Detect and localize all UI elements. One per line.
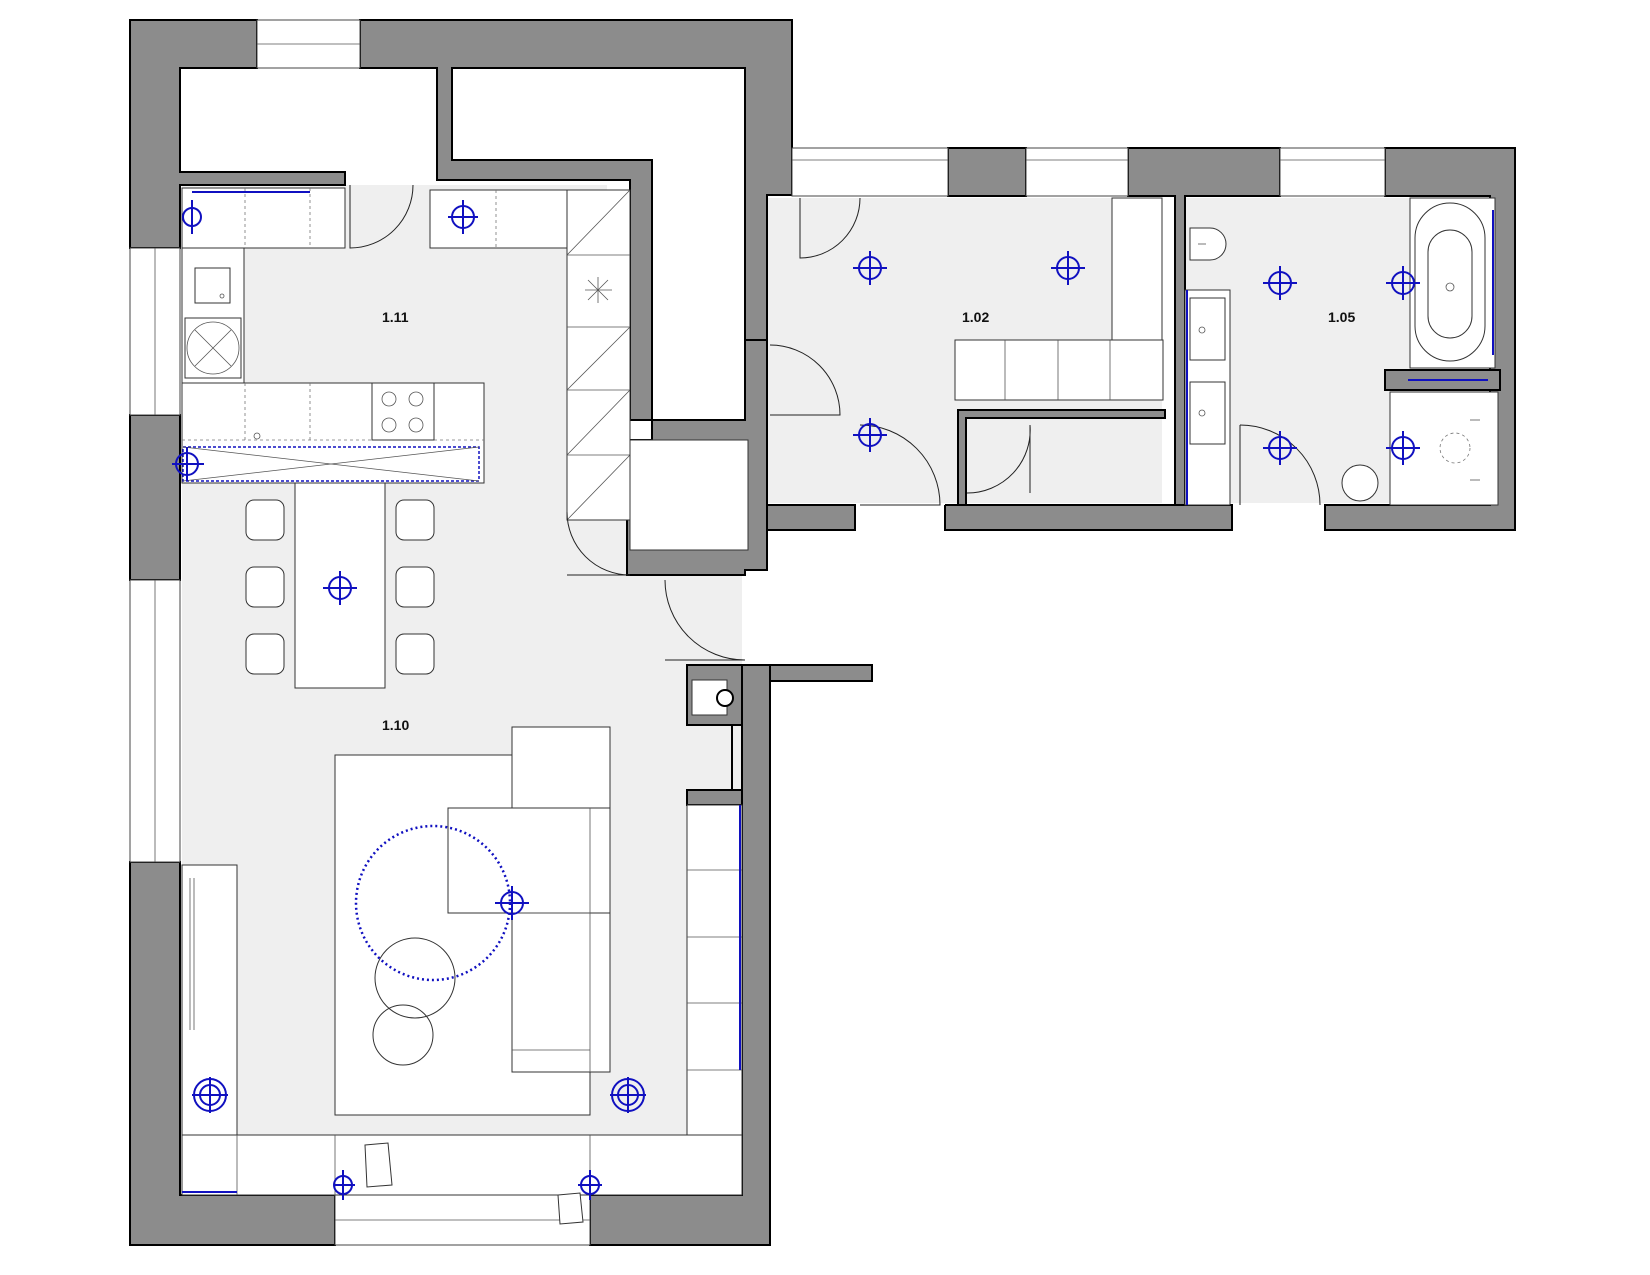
cushion-icon bbox=[557, 1192, 584, 1225]
bathroom bbox=[1184, 197, 1499, 506]
ceiling-light-icon bbox=[1386, 431, 1420, 465]
ceiling-light-icon bbox=[853, 418, 887, 452]
ceiling-light-icon bbox=[1051, 251, 1085, 285]
wall-left-pier bbox=[129, 414, 181, 581]
ceiling-light-icon bbox=[853, 251, 887, 285]
door-swing-icon bbox=[349, 184, 414, 249]
coffee-table-icon bbox=[374, 937, 456, 1019]
outlet-icon bbox=[192, 1077, 228, 1113]
room-label-1-10: 1.10 bbox=[382, 717, 409, 733]
window-hall-top-2 bbox=[1025, 147, 1129, 197]
sink-icon bbox=[194, 267, 231, 304]
ceiling-light-icon bbox=[1263, 431, 1297, 465]
ceiling-light-icon bbox=[1263, 266, 1297, 300]
chair-icon bbox=[395, 633, 435, 675]
coffee-table-icon bbox=[372, 1004, 434, 1066]
room-label-1-02: 1.02 bbox=[962, 309, 989, 325]
chair-icon bbox=[245, 566, 285, 608]
door-swing-icon bbox=[664, 579, 746, 661]
light-fixtures bbox=[172, 191, 1420, 1200]
fridge-icon bbox=[585, 277, 612, 303]
cooktop-icon bbox=[371, 382, 435, 441]
ceiling-light-icon bbox=[448, 200, 478, 234]
ceiling-light-icon bbox=[323, 571, 357, 605]
door-swing-icon bbox=[566, 511, 631, 576]
kitchen-counter-top bbox=[181, 187, 346, 249]
stool-icon bbox=[1341, 464, 1379, 502]
wall-hall-bottom-mid bbox=[944, 409, 1233, 531]
washbasin-icon bbox=[1189, 297, 1226, 361]
room-label-1-05: 1.05 bbox=[1328, 309, 1355, 325]
wall-light-icon bbox=[182, 191, 310, 234]
living bbox=[181, 439, 749, 1225]
window-bath-top bbox=[1279, 147, 1386, 197]
door-swing-icon bbox=[799, 197, 861, 259]
outlet-icon bbox=[610, 1077, 646, 1113]
window-hall-top bbox=[791, 147, 949, 197]
hall bbox=[954, 197, 1164, 401]
kitchen bbox=[181, 187, 631, 521]
chair-icon bbox=[395, 566, 435, 608]
hall-wardrobe bbox=[1111, 197, 1163, 341]
hall-bench bbox=[954, 339, 1164, 401]
room-labels: 1.11 1.10 1.02 1.05 bbox=[382, 309, 1355, 733]
room-label-1-11: 1.11 bbox=[382, 309, 409, 325]
wall-light-icon bbox=[172, 447, 204, 481]
drain-icon bbox=[1439, 432, 1471, 464]
wall-hall-bottom-left bbox=[766, 504, 856, 531]
windows bbox=[129, 19, 1386, 1246]
chair-icon bbox=[245, 499, 285, 541]
sofa-chaise bbox=[447, 807, 611, 914]
flue-icon bbox=[716, 689, 734, 707]
wall-stub-right bbox=[769, 664, 873, 682]
kitchen-tall-units bbox=[566, 189, 631, 521]
wall-light-icon bbox=[578, 1170, 602, 1200]
ceiling-light-icon bbox=[1386, 266, 1420, 300]
washbasin-icon bbox=[1189, 381, 1226, 445]
chair-icon bbox=[245, 633, 285, 675]
wall-hall-top-a bbox=[947, 147, 1027, 197]
cushion-icon bbox=[364, 1142, 393, 1188]
closet-door-left bbox=[629, 439, 749, 551]
chair-icon bbox=[395, 499, 435, 541]
door-swing-icon bbox=[769, 344, 841, 416]
kitchen-island bbox=[181, 382, 485, 484]
wardrobe-right bbox=[686, 804, 743, 1136]
ceiling-light-icon bbox=[495, 886, 529, 920]
bottom-cabinets bbox=[181, 1134, 743, 1196]
toilet-icon bbox=[1189, 227, 1227, 261]
bathtub-icon bbox=[1414, 202, 1486, 362]
wall-light-icon bbox=[333, 1170, 355, 1200]
